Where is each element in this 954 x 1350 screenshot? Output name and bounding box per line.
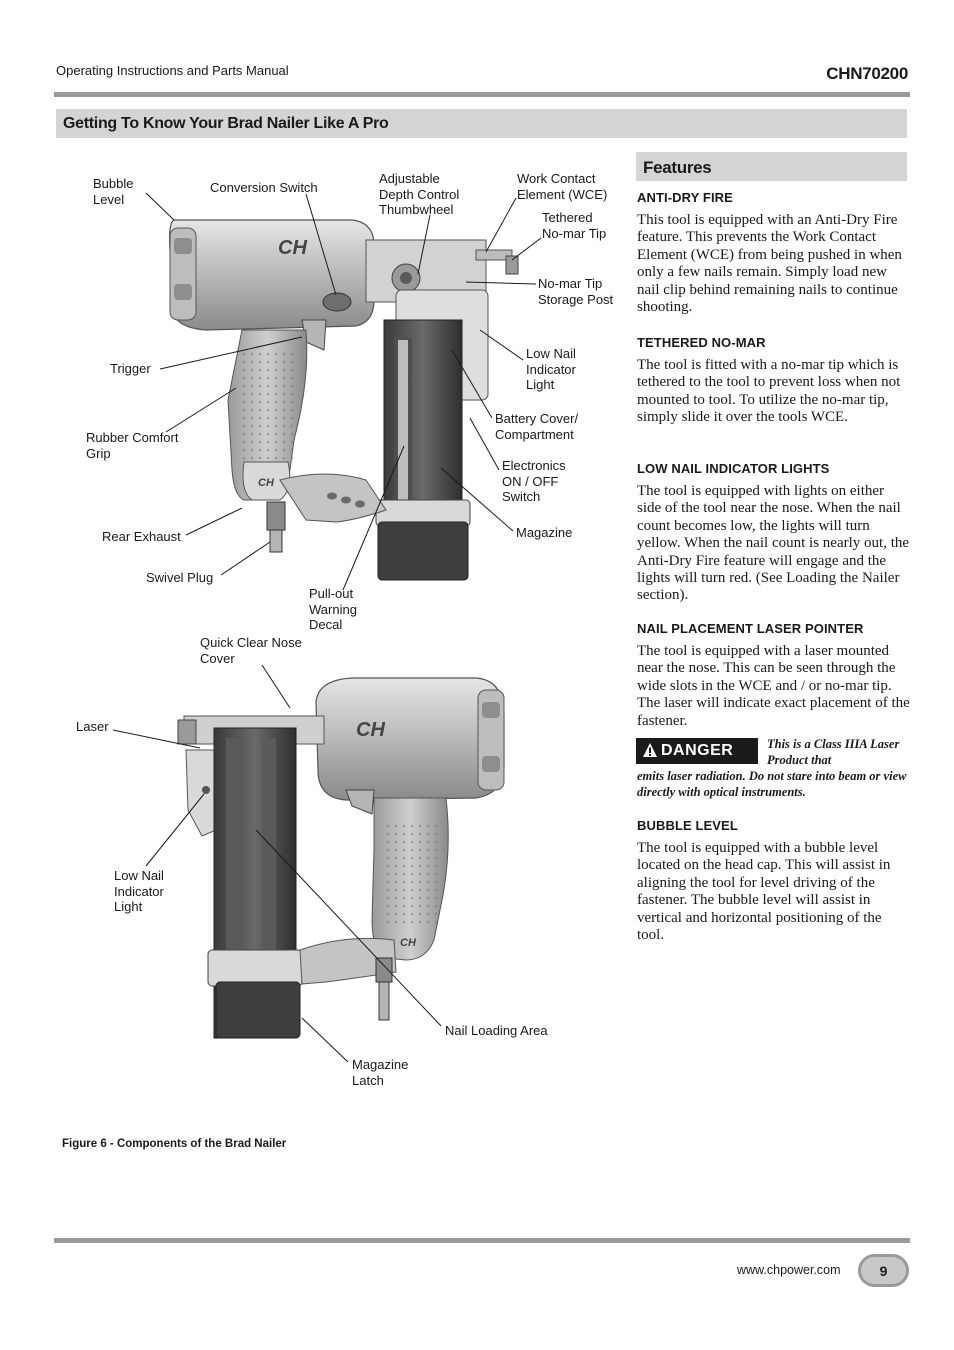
- danger-text-1: This is a Class IIIA Laser Product that: [767, 737, 900, 767]
- label-laser: Laser: [76, 719, 109, 734]
- brand-logo-top: CH: [278, 237, 307, 259]
- label-conversion-switch: Conversion Switch: [210, 180, 318, 195]
- label-rear-exhaust: Rear Exhaust: [102, 529, 181, 544]
- feature-heading-anti-dry-fire: ANTI-DRY FIRE: [637, 190, 733, 205]
- brad-nailer-figure: CH CH: [56, 150, 626, 1100]
- section-header: Getting To Know Your Brad Nailer Like A …: [56, 109, 907, 138]
- svg-text:CH: CH: [258, 477, 275, 489]
- page-number: 9: [879, 1263, 888, 1279]
- section-title: Getting To Know Your Brad Nailer Like A …: [63, 115, 389, 132]
- nailer-illustration: CH CH: [112, 192, 542, 1063]
- feature-body-low-nail: The tool is equipped with lights on eith…: [637, 483, 910, 604]
- manual-title: Operating Instructions and Parts Manual: [56, 63, 289, 78]
- feature-body-bubble-level: The tool is equipped with a bubble level…: [637, 840, 891, 944]
- brand-logo-bottom: CH: [356, 719, 385, 741]
- bottom-nailer: CH CH: [177, 677, 505, 1039]
- leader-lines-bottom: [112, 664, 442, 1063]
- label-swivel-plug: Swivel Plug: [146, 570, 214, 585]
- top-nailer: CH CH: [169, 219, 519, 581]
- label-trigger: Trigger: [110, 361, 151, 376]
- feature-body-anti-dry-fire: This tool is equipped with an Anti-Dry F…: [637, 212, 902, 316]
- label-nail-loading: Nail Loading Area: [445, 1023, 548, 1038]
- label-magazine: Magazine: [516, 525, 573, 540]
- feature-body-tethered: The tool is fitted with a no-mar tip whi…: [637, 357, 901, 426]
- feature-heading-low-nail: LOW NAIL INDICATOR LIGHTS: [637, 461, 830, 476]
- label-battery-cover: Battery Cover/Compartment: [495, 411, 579, 442]
- danger-label: DANGER: [661, 742, 734, 759]
- figure-caption: Figure 6 - Components of the Brad Nailer: [62, 1138, 287, 1150]
- features-title: Features: [643, 158, 712, 177]
- svg-text:CH: CH: [400, 937, 417, 949]
- feature-heading-tethered: TETHERED NO-MAR: [637, 335, 766, 350]
- feature-heading-bubble-level: BUBBLE LEVEL: [637, 818, 738, 833]
- features-header: Features: [636, 152, 907, 181]
- danger-badge: DANGER: [636, 738, 758, 764]
- warning-icon: [643, 743, 657, 757]
- leader-lines-top: [145, 192, 542, 591]
- bottom-divider: [54, 1238, 910, 1243]
- feature-body-laser: The tool is equipped with a laser mounte…: [637, 643, 910, 729]
- model-number: CHN70200: [826, 64, 908, 83]
- top-divider: [54, 92, 910, 97]
- danger-text-2: emits laser radiation. Do not stare into…: [637, 769, 907, 799]
- footer-url: www.chpower.com: [737, 1263, 841, 1277]
- page-number-badge: 9: [858, 1254, 909, 1287]
- feature-heading-laser: NAIL PLACEMENT LASER POINTER: [637, 621, 864, 636]
